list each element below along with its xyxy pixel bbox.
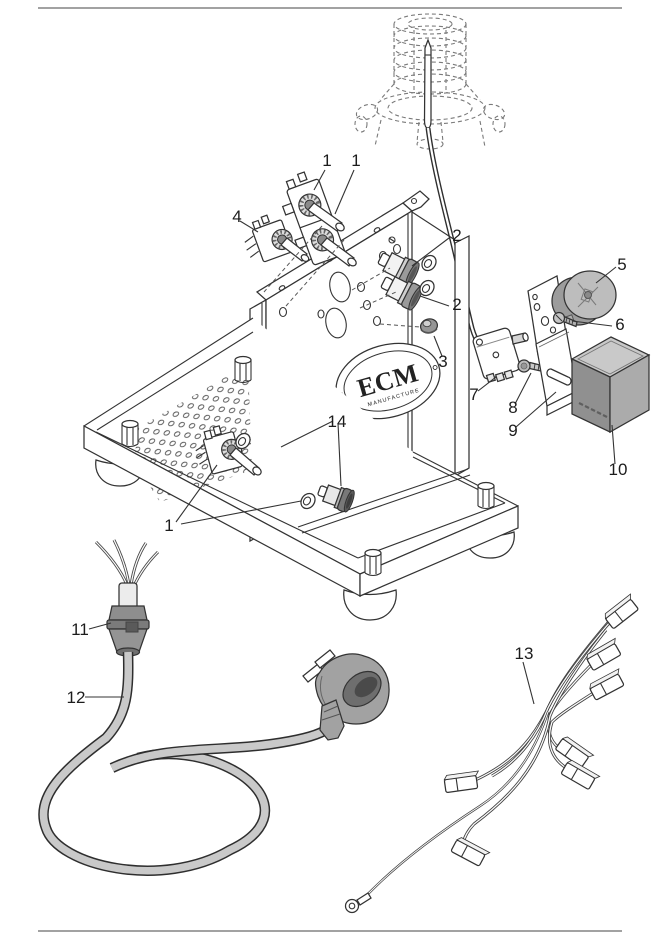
- part-4-switch: [244, 214, 310, 263]
- part-label-1b: 1: [351, 151, 360, 170]
- stripped-wires: [94, 539, 160, 589]
- part-label-5: 5: [617, 255, 626, 274]
- part-label-10: 10: [609, 460, 628, 479]
- part-label-8: 8: [508, 398, 517, 417]
- part-12-power-cable: [38, 649, 390, 876]
- part-label-3: 3: [438, 352, 447, 371]
- schuko-plug: [302, 649, 390, 741]
- part-13-wiring-harness: [344, 593, 639, 914]
- part-labels: 1 1 4 2 2 3 5 6 7 8 9 10 14 1 11 12 13: [67, 151, 628, 707]
- part-9-bracket: [535, 328, 578, 417]
- part-14-indicator-lamp: [300, 484, 355, 513]
- frame-base-tray: [83, 317, 519, 621]
- leader-lines: [85, 169, 617, 705]
- spade-connector: [443, 593, 639, 867]
- part-10-control-box: [570, 336, 651, 434]
- part-label-1c: 1: [164, 516, 173, 535]
- part-label-4: 4: [232, 207, 241, 226]
- part-5-gauge: [551, 270, 617, 326]
- part-2-indicator-lamps: [377, 251, 437, 311]
- part-1-switch-bottom: [195, 425, 262, 476]
- ring-terminal: [344, 892, 372, 914]
- part-3-nut: [419, 318, 439, 334]
- part-label-2b: 2: [452, 295, 461, 314]
- part-label-11: 11: [71, 620, 89, 639]
- temperature-probe: [423, 38, 432, 129]
- part-label-14: 14: [328, 412, 347, 431]
- part-7-pressostat: [472, 327, 529, 383]
- part-6-screw: [552, 311, 578, 328]
- harness-wires: [355, 617, 614, 905]
- explode-dashed-lines: [263, 225, 421, 328]
- ecm-logo-badge: ECM MANUFACTURE: [335, 342, 441, 420]
- part-label-6: 6: [615, 315, 624, 334]
- part-label-9: 9: [508, 421, 517, 440]
- hex-stud: [121, 355, 495, 577]
- part-label-7: 7: [469, 385, 478, 404]
- part-label-1a: 1: [322, 151, 331, 170]
- part-1-switch-block: [281, 171, 357, 267]
- part-label-13: 13: [515, 644, 534, 663]
- part-label-2a: 2: [452, 226, 461, 245]
- part-label-12: 12: [67, 688, 86, 707]
- vent-slots: [578, 402, 608, 418]
- part-11-cable-gland: [94, 539, 160, 657]
